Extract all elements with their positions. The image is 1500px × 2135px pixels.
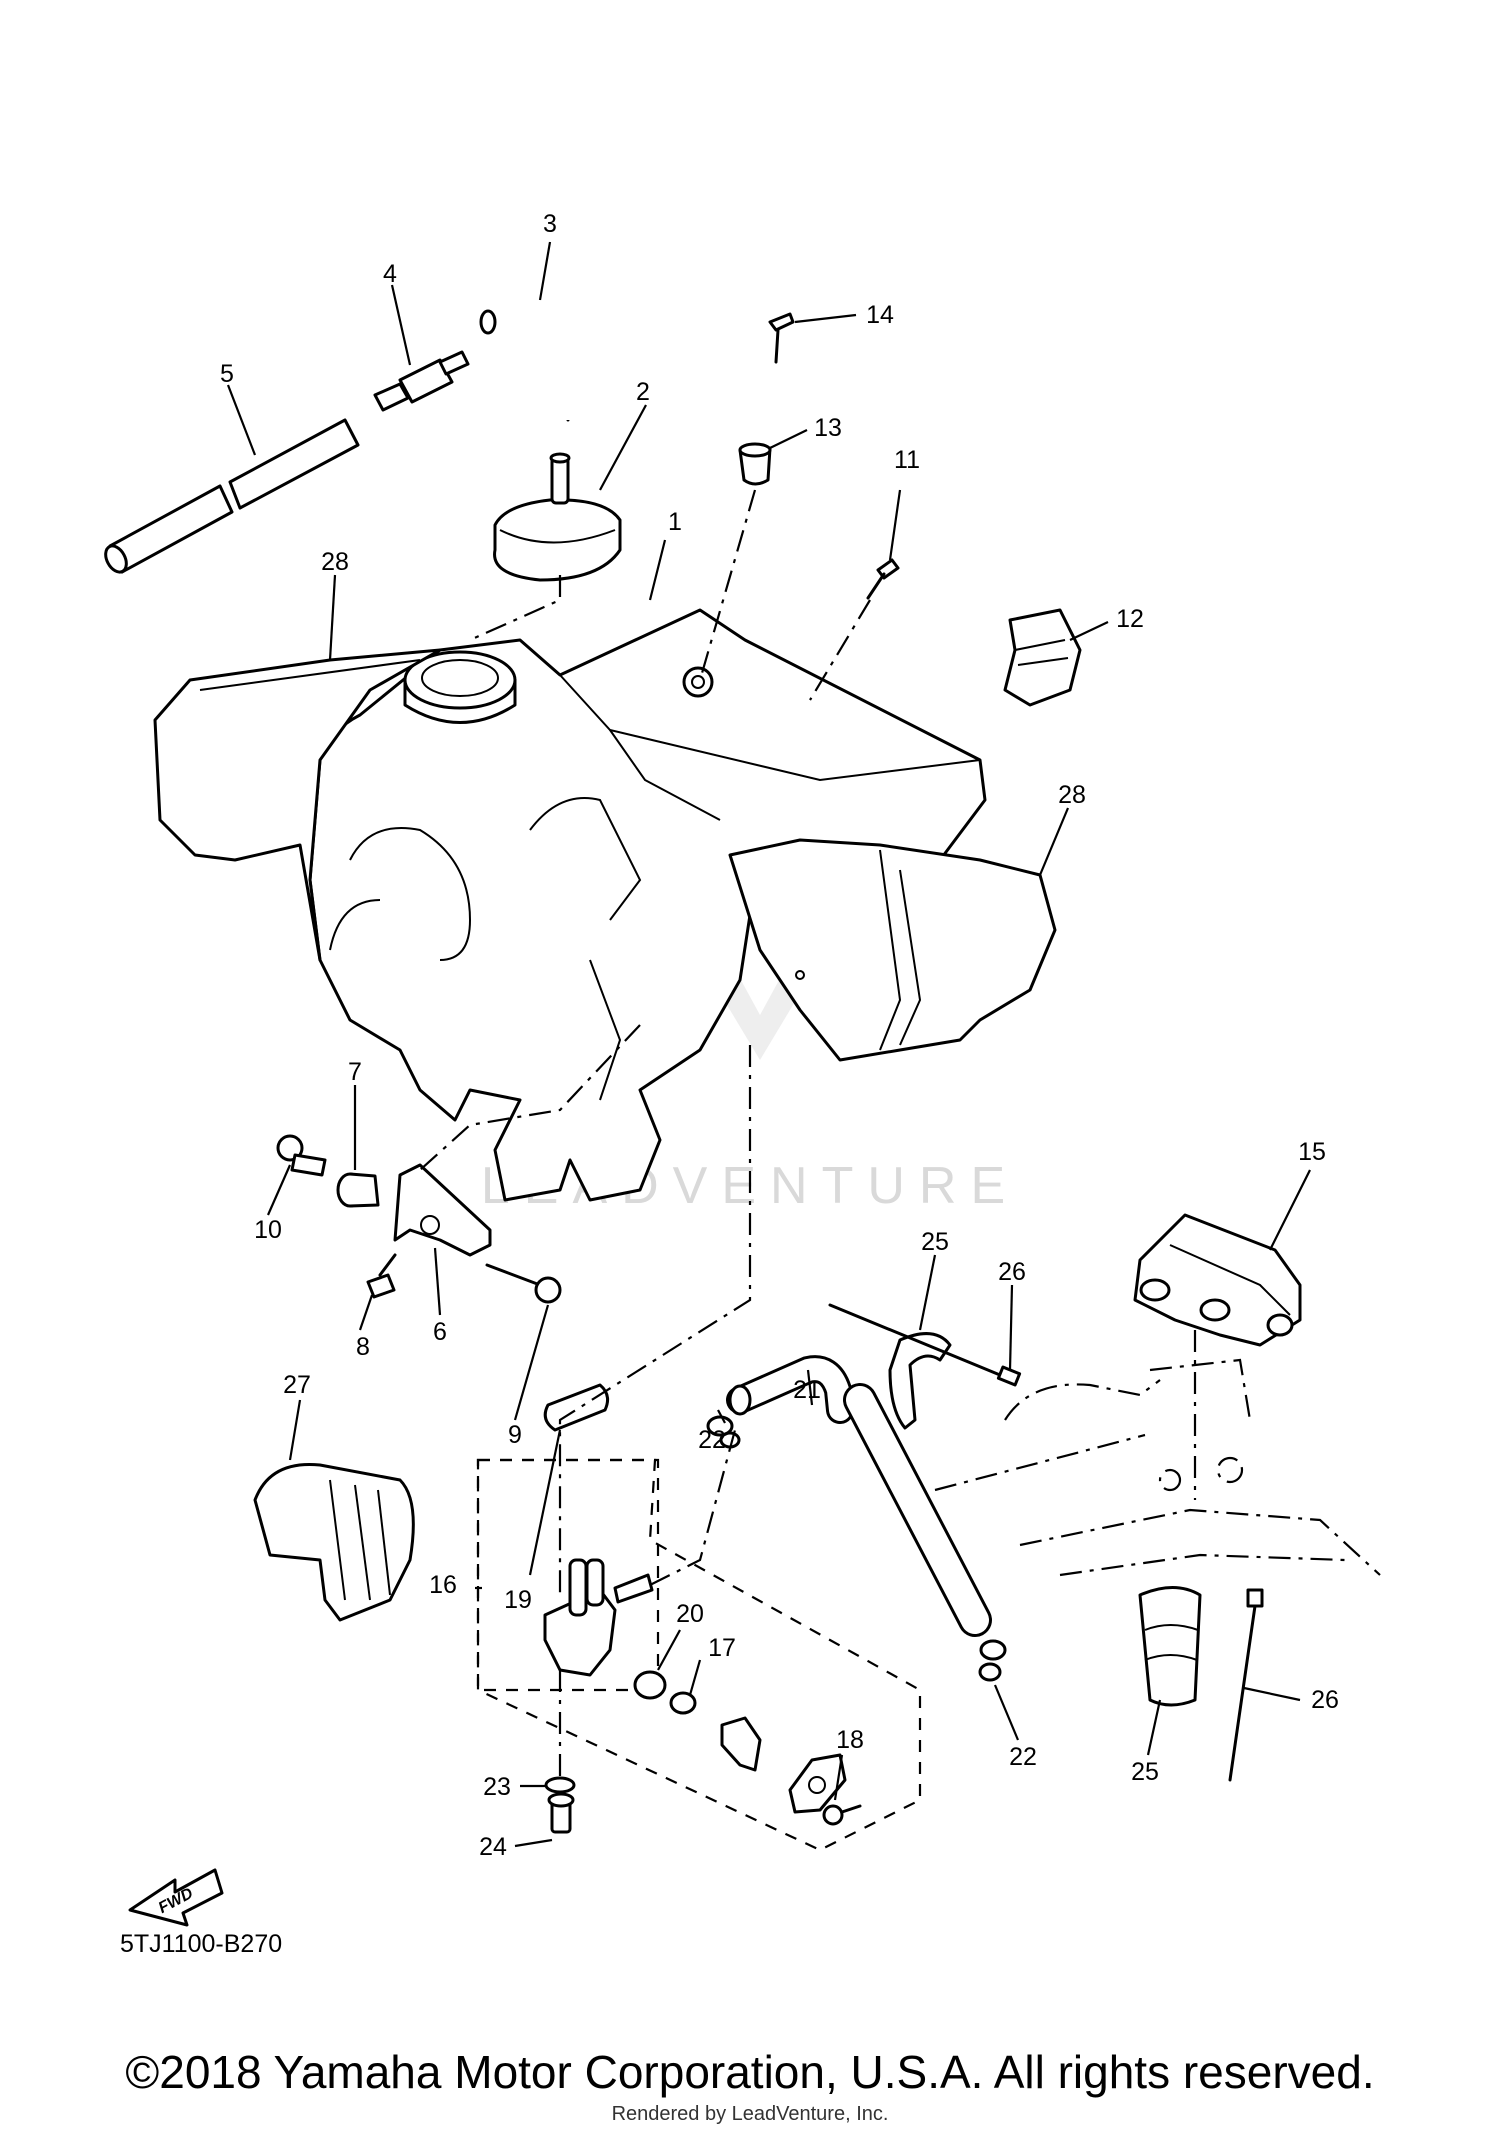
- shroud-right[interactable]: [728, 838, 1057, 1062]
- callout-27[interactable]: 27: [283, 1371, 311, 1399]
- check-valve[interactable]: [373, 350, 470, 412]
- callout-2[interactable]: 2: [636, 378, 650, 406]
- o-ring-17[interactable]: [669, 1691, 697, 1715]
- fuel-hose-21[interactable]: [726, 1355, 992, 1637]
- clip-12[interactable]: [1003, 608, 1082, 707]
- screw-18[interactable]: [822, 1804, 862, 1826]
- callout-22-upper[interactable]: 22: [698, 1426, 726, 1454]
- callout-14[interactable]: 14: [866, 301, 894, 329]
- plate-cock[interactable]: [788, 1753, 847, 1814]
- callout-17[interactable]: 17: [708, 1634, 736, 1662]
- callout-25-lower[interactable]: 25: [1131, 1758, 1159, 1786]
- washer-23[interactable]: [544, 1776, 576, 1794]
- bolt-11[interactable]: [866, 558, 900, 600]
- leader-lines: [226, 241, 1311, 1848]
- assembly-boundary-16: [476, 1458, 922, 1852]
- tie-26-upper[interactable]: [828, 1303, 1022, 1387]
- callout-28-left[interactable]: 28: [321, 548, 349, 576]
- callout-26-lower[interactable]: 26: [1311, 1686, 1339, 1714]
- callout-4[interactable]: 4: [383, 260, 397, 288]
- packing-20[interactable]: [633, 1670, 667, 1700]
- band-25-upper[interactable]: [888, 1332, 952, 1430]
- callout-9[interactable]: 9: [508, 1421, 522, 1449]
- assembly-lines: [419, 489, 1197, 1780]
- callout-16[interactable]: 16: [429, 1571, 457, 1599]
- drain-bolt-24[interactable]: [547, 1792, 575, 1834]
- bolt-10[interactable]: [276, 1134, 327, 1177]
- diagram-code: 5TJ1100-B270: [120, 1930, 283, 1958]
- fuel-cock-16[interactable]: [543, 1558, 654, 1677]
- callout-6[interactable]: 6: [433, 1318, 447, 1346]
- callout-22-lower[interactable]: 22: [1009, 1743, 1037, 1771]
- clip-22-lower[interactable]: [978, 1639, 1007, 1682]
- callout-18[interactable]: 18: [836, 1726, 864, 1754]
- shroud-left[interactable]: [153, 648, 442, 962]
- callout-1[interactable]: 1: [668, 508, 682, 536]
- band-25-lower[interactable]: [1138, 1586, 1202, 1707]
- bolt-14[interactable]: [768, 312, 795, 364]
- callout-11[interactable]: 11: [894, 446, 920, 474]
- copyright-notice: ©2018 Yamaha Motor Corporation, U.S.A. A…: [125, 2046, 1375, 2098]
- callout-28-right[interactable]: 28: [1058, 781, 1086, 809]
- callout-8[interactable]: 8: [356, 1333, 370, 1361]
- callout-13[interactable]: 13: [814, 414, 842, 442]
- callout-3[interactable]: 3: [543, 210, 557, 238]
- callout-7[interactable]: 7: [348, 1058, 362, 1086]
- bolt-8[interactable]: [366, 1253, 397, 1299]
- callout-26-upper[interactable]: 26: [998, 1258, 1026, 1286]
- tie-26-lower[interactable]: [1228, 1588, 1264, 1782]
- callout-5[interactable]: 5: [220, 360, 234, 388]
- callout-21[interactable]: 21: [793, 1376, 821, 1404]
- vent-hose[interactable]: [101, 418, 360, 576]
- damper-7[interactable]: [336, 1172, 380, 1208]
- callout-23[interactable]: 23: [483, 1773, 511, 1801]
- collar-13[interactable]: [738, 442, 772, 486]
- callout-12[interactable]: 12: [1116, 605, 1144, 633]
- callout-25-upper[interactable]: 25: [921, 1228, 949, 1256]
- callout-20[interactable]: 20: [676, 1600, 704, 1628]
- callout-numbers: 1 2 3 4 5 6 7 8 9 10 11 12 13 14 15 16 1…: [220, 210, 1339, 1861]
- fuel-cap[interactable]: [493, 452, 622, 582]
- breather-hose[interactable]: [479, 300, 579, 422]
- fwd-arrow-icon: FWD: [128, 1868, 224, 1927]
- callout-19[interactable]: 19: [504, 1586, 532, 1614]
- bolt-9[interactable]: [485, 1263, 562, 1304]
- render-credit: Rendered by LeadVenture, Inc.: [611, 2103, 889, 2125]
- bracket-6[interactable]: [393, 1163, 492, 1257]
- callout-24[interactable]: 24: [479, 1833, 507, 1861]
- callout-15[interactable]: 15: [1298, 1138, 1326, 1166]
- callout-10[interactable]: 10: [254, 1216, 282, 1244]
- guard-27[interactable]: [253, 1462, 415, 1622]
- strainer-19[interactable]: [543, 1383, 610, 1432]
- clamp-15[interactable]: [1133, 1213, 1302, 1347]
- frame-reference: [934, 1358, 1381, 1577]
- lever-cock[interactable]: [720, 1716, 762, 1772]
